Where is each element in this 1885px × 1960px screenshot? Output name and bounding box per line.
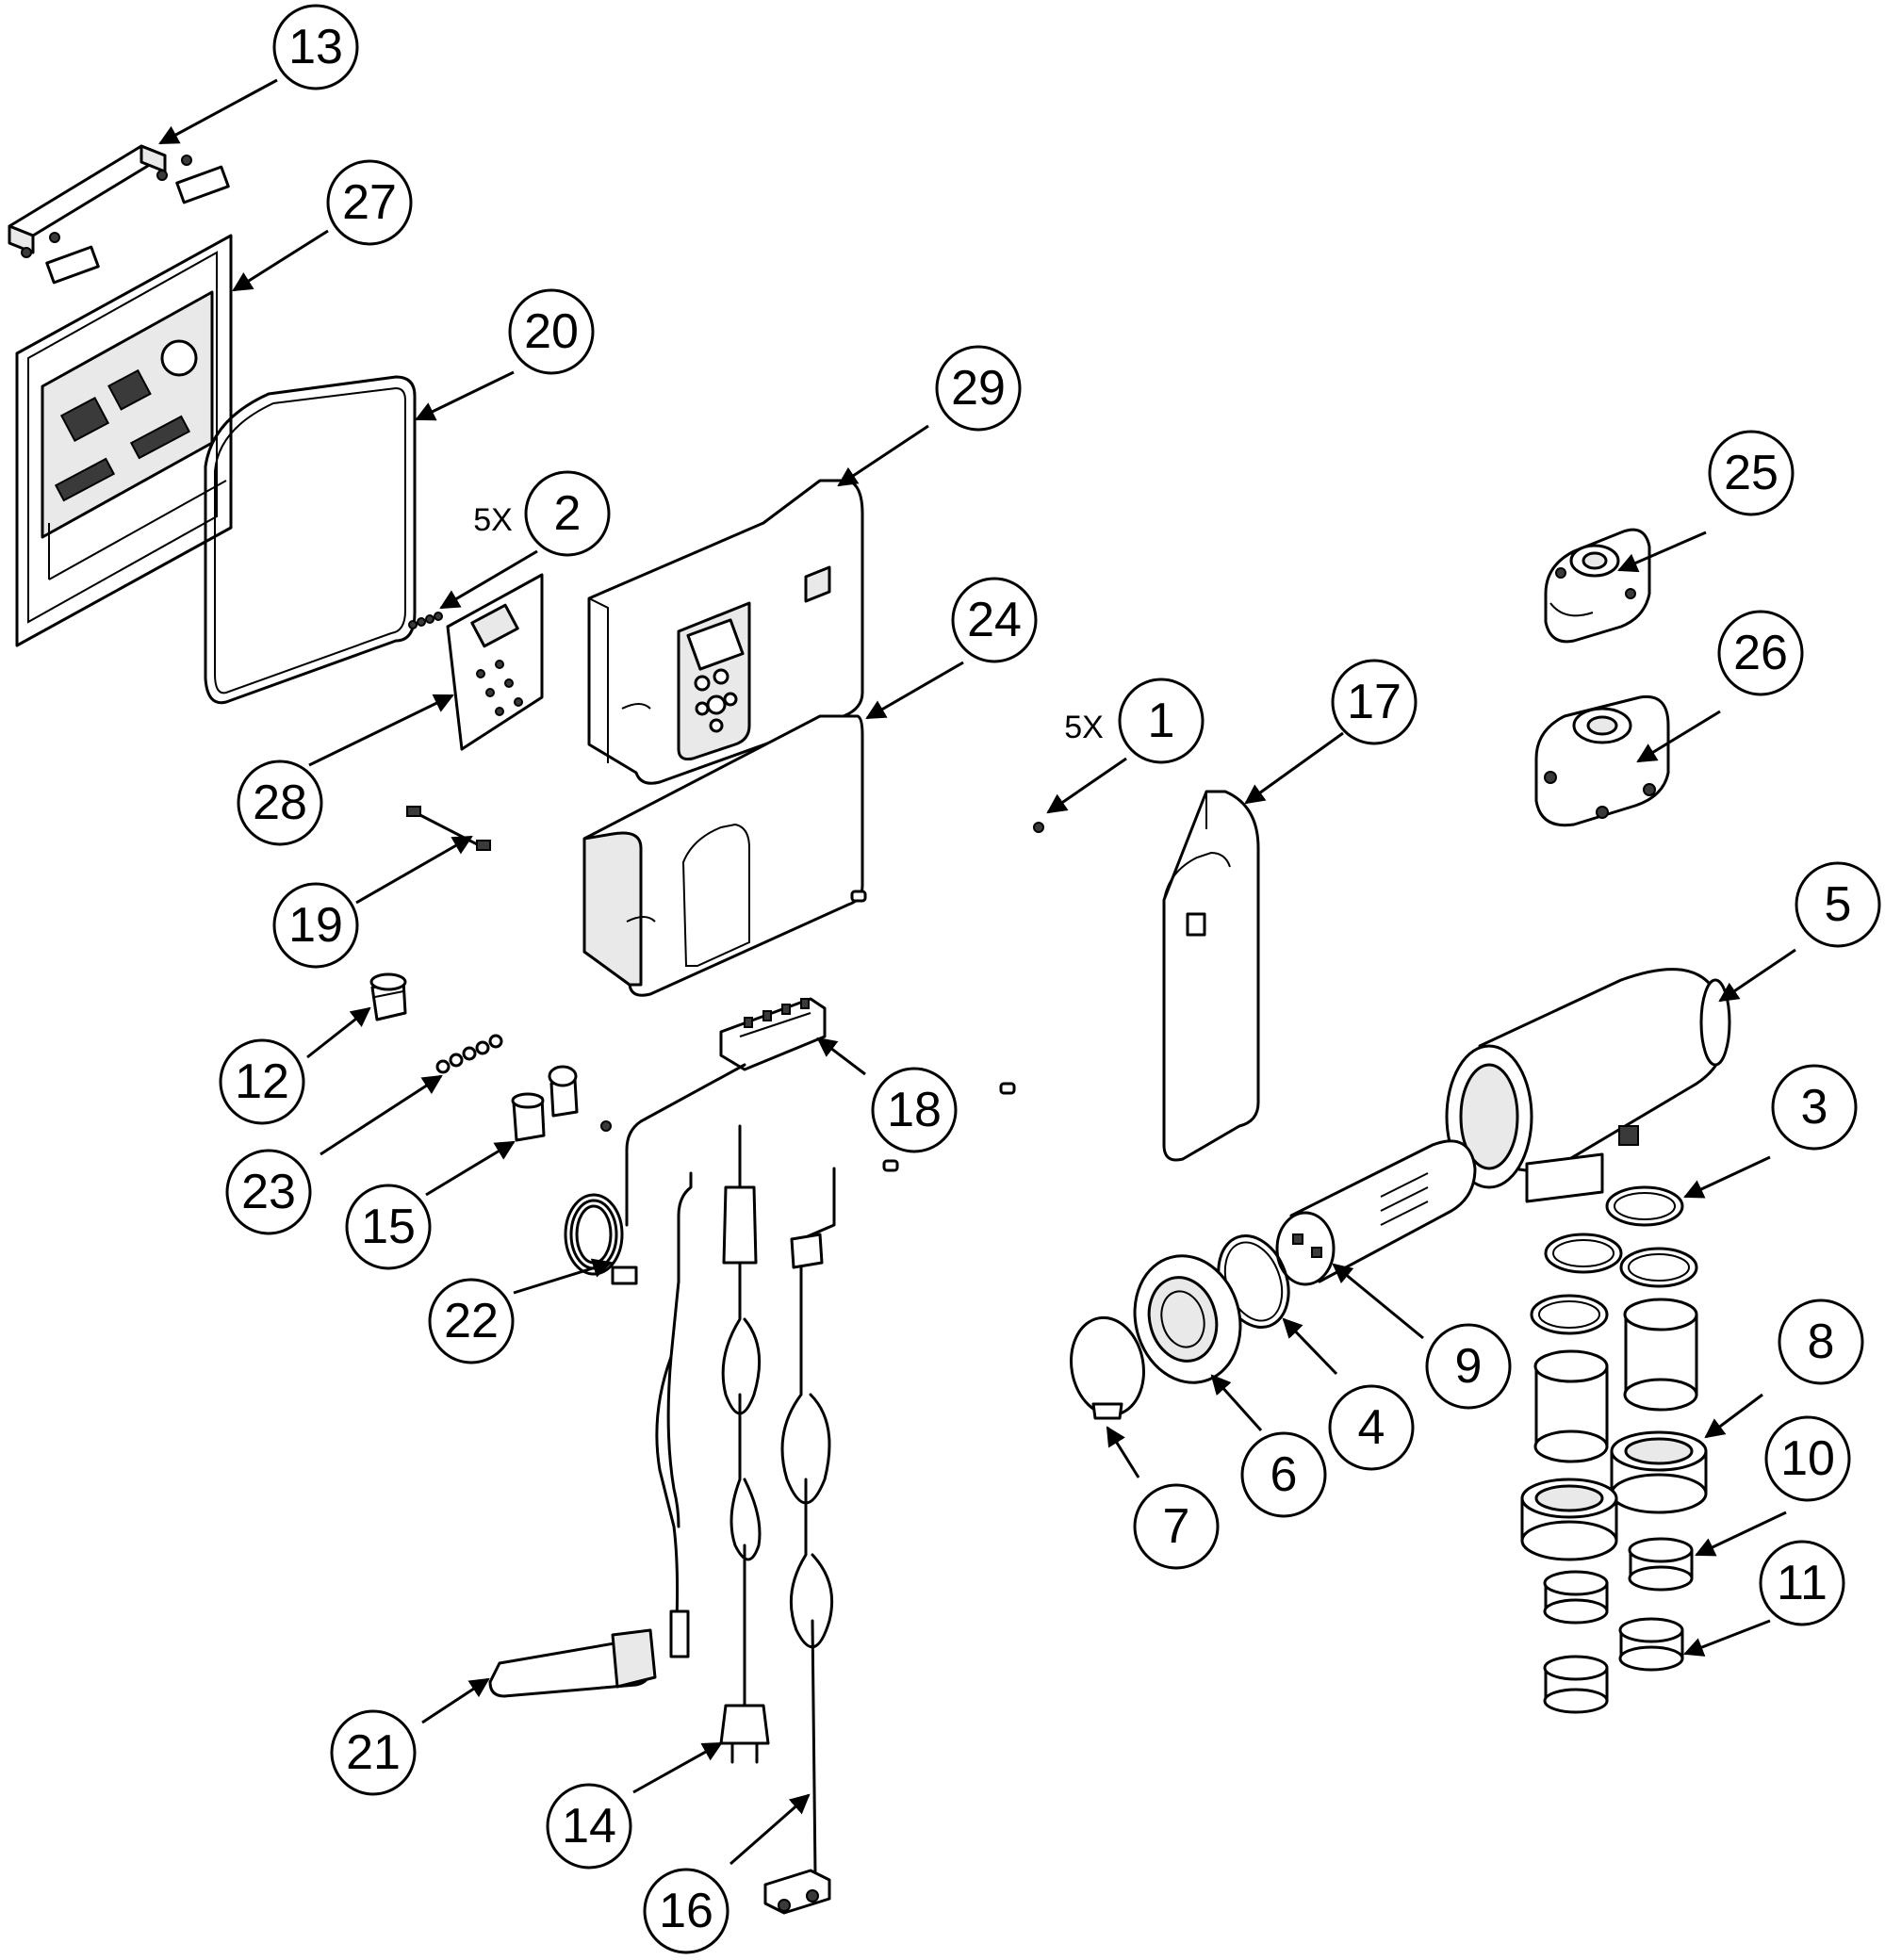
callout-5: 5 xyxy=(1795,861,1881,948)
quantity-2: 5X xyxy=(473,502,513,538)
part-25-saddle-clamp xyxy=(1544,528,1651,644)
svg-text:25: 25 xyxy=(1724,446,1778,500)
part-23-nuts xyxy=(435,1034,503,1074)
callout-1: 1 5X xyxy=(1064,678,1205,764)
callout-12: 12 xyxy=(219,1038,305,1125)
part-1-screws xyxy=(850,822,1044,1172)
callout-20: 20 xyxy=(508,288,595,375)
svg-text:5: 5 xyxy=(1825,877,1852,932)
callout-22: 22 xyxy=(428,1278,515,1364)
callout-14: 14 xyxy=(546,1783,632,1870)
svg-text:13: 13 xyxy=(288,20,343,74)
svg-text:3: 3 xyxy=(1801,1080,1828,1135)
callout-17: 17 xyxy=(1331,659,1418,745)
svg-text:17: 17 xyxy=(1347,675,1401,729)
callout-16: 16 xyxy=(643,1868,729,1954)
callout-23: 23 xyxy=(225,1149,312,1235)
svg-text:20: 20 xyxy=(524,304,579,359)
callout-11: 11 xyxy=(1759,1540,1845,1626)
callout-6: 6 xyxy=(1240,1431,1327,1518)
callout-25: 25 xyxy=(1708,430,1795,516)
svg-text:10: 10 xyxy=(1780,1431,1835,1486)
callout-8: 8 xyxy=(1778,1298,1864,1385)
leader-lines xyxy=(158,78,1796,1866)
callout-28: 28 xyxy=(237,760,323,846)
svg-text:28: 28 xyxy=(253,776,307,830)
svg-text:12: 12 xyxy=(235,1054,289,1109)
callout-2: 2 5X xyxy=(473,470,611,557)
callout-13: 13 xyxy=(272,4,359,90)
part-27-control-board xyxy=(15,234,233,647)
callout-19: 19 xyxy=(272,882,359,969)
part-17-side-panel xyxy=(1162,790,1260,1162)
svg-text:19: 19 xyxy=(288,898,343,953)
callout-9: 9 xyxy=(1425,1323,1512,1410)
part-8-union-fittings xyxy=(1520,1298,1708,1561)
svg-text:29: 29 xyxy=(951,361,1006,416)
callout-27: 27 xyxy=(326,159,413,246)
svg-text:26: 26 xyxy=(1733,626,1788,680)
callout-3: 3 xyxy=(1771,1064,1858,1151)
svg-text:8: 8 xyxy=(1808,1315,1835,1369)
svg-text:2: 2 xyxy=(554,486,582,541)
svg-text:23: 23 xyxy=(241,1165,296,1219)
quantity-1: 5X xyxy=(1064,710,1104,745)
svg-text:9: 9 xyxy=(1455,1339,1483,1394)
callout-24: 24 xyxy=(951,577,1038,663)
part-15-glands xyxy=(511,1065,612,1142)
part-28-display-board xyxy=(446,573,544,751)
svg-text:24: 24 xyxy=(967,593,1022,647)
callout-4: 4 xyxy=(1328,1384,1415,1471)
part-24-lower-housing xyxy=(582,714,864,997)
part-11-bushing xyxy=(1543,1617,1684,1714)
callout-15: 15 xyxy=(345,1184,432,1270)
callout-29: 29 xyxy=(935,345,1022,432)
part-6-lock-ring xyxy=(1133,1254,1242,1384)
svg-text:4: 4 xyxy=(1358,1400,1385,1455)
part-10-bushing xyxy=(1543,1537,1694,1625)
svg-text:7: 7 xyxy=(1163,1499,1190,1554)
part-22-coiled-cable xyxy=(564,1063,746,1285)
svg-text:21: 21 xyxy=(346,1725,401,1780)
svg-text:14: 14 xyxy=(562,1799,616,1854)
part-14-power-cord xyxy=(719,1124,770,1764)
svg-text:15: 15 xyxy=(361,1200,416,1254)
part-9-electrode-cell xyxy=(1275,1139,1477,1286)
part-3-o-rings xyxy=(1530,1185,1698,1335)
svg-text:27: 27 xyxy=(342,175,397,230)
part-5-cell-housing xyxy=(1445,968,1731,1203)
callout-18: 18 xyxy=(871,1067,958,1153)
part-21-probe-cable xyxy=(488,1171,693,1698)
part-19-ribbon-cable xyxy=(406,806,491,851)
part-16-flow-switch-cable xyxy=(763,1167,836,1915)
callout-10: 10 xyxy=(1764,1415,1851,1502)
svg-text:22: 22 xyxy=(444,1294,499,1348)
svg-text:1: 1 xyxy=(1148,694,1175,748)
part-13-mounting-bracket xyxy=(8,144,230,285)
svg-text:18: 18 xyxy=(887,1083,942,1137)
part-12-cable-gland xyxy=(369,972,407,1021)
part-26-saddle-clamp xyxy=(1534,694,1670,827)
svg-text:6: 6 xyxy=(1270,1447,1298,1502)
part-18-terminal-block xyxy=(719,997,827,1071)
callout-7: 7 xyxy=(1133,1483,1220,1570)
part-7-cap xyxy=(1070,1315,1145,1420)
svg-text:11: 11 xyxy=(1777,1556,1828,1610)
svg-text:16: 16 xyxy=(659,1884,713,1938)
part-20-gasket xyxy=(204,375,417,705)
part-29-front-cover xyxy=(587,479,864,785)
callout-21: 21 xyxy=(330,1709,417,1796)
callout-26: 26 xyxy=(1717,610,1804,696)
part-2-screws xyxy=(408,612,443,629)
